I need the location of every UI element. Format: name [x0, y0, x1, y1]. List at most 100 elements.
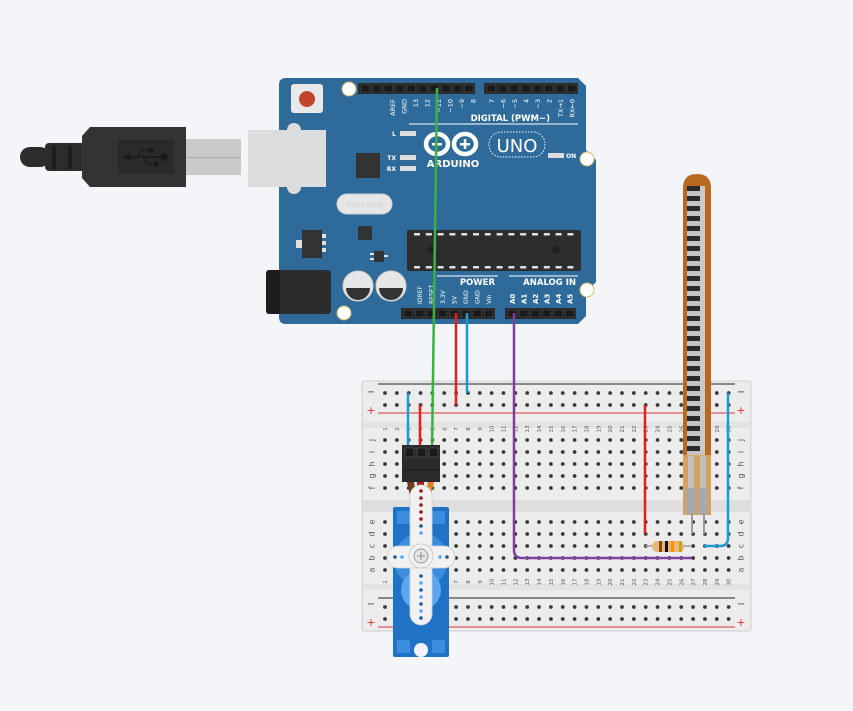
breadboard-hole[interactable] — [537, 462, 541, 466]
breadboard-hole[interactable] — [572, 532, 577, 536]
micro-servo[interactable] — [386, 445, 456, 657]
breadboard-hole[interactable] — [714, 462, 719, 466]
breadboard-hole[interactable] — [537, 532, 541, 536]
breadboard-hole[interactable] — [608, 462, 613, 466]
breadboard-hole[interactable] — [620, 568, 624, 572]
breadboard-hole[interactable] — [584, 474, 589, 478]
rail-hole[interactable] — [525, 403, 530, 407]
rail-hole[interactable] — [537, 391, 541, 395]
breadboard-hole[interactable] — [584, 568, 589, 572]
breadboard-hole[interactable] — [466, 532, 470, 536]
analog-pin-socket[interactable] — [530, 309, 540, 318]
rail-hole[interactable] — [394, 391, 399, 395]
breadboard-hole[interactable] — [596, 532, 601, 536]
breadboard-hole[interactable] — [489, 532, 494, 536]
breadboard-hole[interactable] — [560, 532, 565, 536]
breadboard-hole[interactable] — [525, 462, 530, 466]
breadboard-hole[interactable] — [537, 544, 541, 548]
breadboard-hole[interactable] — [442, 474, 447, 478]
breadboard-hole[interactable] — [466, 438, 470, 442]
breadboard-hole[interactable] — [549, 568, 553, 572]
rail-hole[interactable] — [572, 617, 577, 621]
rail-hole[interactable] — [631, 403, 636, 407]
rail-hole[interactable] — [608, 403, 613, 407]
breadboard-hole[interactable] — [667, 486, 672, 490]
breadboard-hole[interactable] — [584, 486, 589, 490]
breadboard-hole[interactable] — [608, 532, 613, 536]
rail-hole[interactable] — [572, 403, 577, 407]
breadboard-hole[interactable] — [525, 520, 530, 524]
breadboard-hole[interactable] — [525, 450, 530, 454]
rail-hole[interactable] — [596, 605, 601, 609]
breadboard-hole[interactable] — [726, 568, 731, 572]
breadboard-hole[interactable] — [525, 486, 530, 490]
breadboard-hole[interactable] — [667, 520, 672, 524]
breadboard-hole[interactable] — [549, 544, 553, 548]
digital-pin-socket[interactable] — [544, 84, 554, 93]
breadboard-hole[interactable] — [703, 556, 707, 560]
breadboard-hole[interactable] — [477, 486, 482, 490]
breadboard-hole[interactable] — [560, 474, 565, 478]
breadboard-hole[interactable] — [394, 462, 399, 466]
rail-hole[interactable] — [383, 617, 387, 621]
breadboard-hole[interactable] — [549, 438, 553, 442]
rail-hole[interactable] — [620, 617, 624, 621]
rail-hole[interactable] — [383, 605, 387, 609]
rail-hole[interactable] — [655, 403, 660, 407]
breadboard-hole[interactable] — [477, 462, 482, 466]
breadboard-hole[interactable] — [477, 474, 482, 478]
analog-pin-socket[interactable] — [519, 309, 529, 318]
rail-hole[interactable] — [584, 605, 589, 609]
rail-hole[interactable] — [572, 605, 577, 609]
breadboard-hole[interactable] — [655, 438, 660, 442]
breadboard-hole[interactable] — [489, 474, 494, 478]
power-pin-socket[interactable] — [415, 309, 425, 318]
breadboard-hole[interactable] — [726, 544, 731, 548]
breadboard-hole[interactable] — [620, 474, 624, 478]
digital-pin-socket[interactable] — [383, 84, 393, 93]
rail-hole[interactable] — [394, 403, 399, 407]
rail-hole[interactable] — [466, 617, 470, 621]
breadboard-hole[interactable] — [631, 486, 636, 490]
breadboard-hole[interactable] — [489, 438, 494, 442]
digital-pin-socket[interactable] — [452, 84, 462, 93]
rail-hole[interactable] — [679, 403, 684, 407]
analog-pin-socket[interactable] — [542, 309, 552, 318]
breadboard-hole[interactable] — [501, 556, 506, 560]
breadboard-hole[interactable] — [454, 462, 458, 466]
rail-hole[interactable] — [726, 617, 731, 621]
breadboard-hole[interactable] — [383, 462, 387, 466]
breadboard-hole[interactable] — [714, 474, 719, 478]
rail-hole[interactable] — [537, 403, 541, 407]
breadboard-hole[interactable] — [608, 544, 613, 548]
rail-hole[interactable] — [477, 403, 482, 407]
analog-pin-socket[interactable] — [565, 309, 575, 318]
breadboard-hole[interactable] — [691, 544, 695, 548]
breadboard-hole[interactable] — [477, 556, 482, 560]
breadboard-hole[interactable] — [572, 438, 577, 442]
breadboard-hole[interactable] — [501, 568, 506, 572]
rail-hole[interactable] — [525, 617, 530, 621]
breadboard-hole[interactable] — [679, 438, 684, 442]
rail-hole[interactable] — [454, 605, 458, 609]
rail-hole[interactable] — [679, 391, 684, 395]
breadboard-hole[interactable] — [572, 450, 577, 454]
digital-pin-socket[interactable] — [567, 84, 577, 93]
rail-hole[interactable] — [501, 391, 506, 395]
breadboard-hole[interactable] — [466, 462, 470, 466]
breadboard-hole[interactable] — [691, 568, 695, 572]
breadboard-hole[interactable] — [667, 532, 672, 536]
rail-hole[interactable] — [631, 605, 636, 609]
breadboard-hole[interactable] — [477, 544, 482, 548]
breadboard-hole[interactable] — [608, 438, 613, 442]
rail-hole[interactable] — [667, 605, 672, 609]
breadboard-hole[interactable] — [655, 486, 660, 490]
breadboard-hole[interactable] — [572, 462, 577, 466]
breadboard-hole[interactable] — [537, 474, 541, 478]
breadboard-hole[interactable] — [454, 520, 458, 524]
digital-pin-socket[interactable] — [486, 84, 496, 93]
breadboard-hole[interactable] — [572, 520, 577, 524]
breadboard-hole[interactable] — [454, 474, 458, 478]
breadboard-hole[interactable] — [667, 450, 672, 454]
breadboard-hole[interactable] — [655, 532, 660, 536]
